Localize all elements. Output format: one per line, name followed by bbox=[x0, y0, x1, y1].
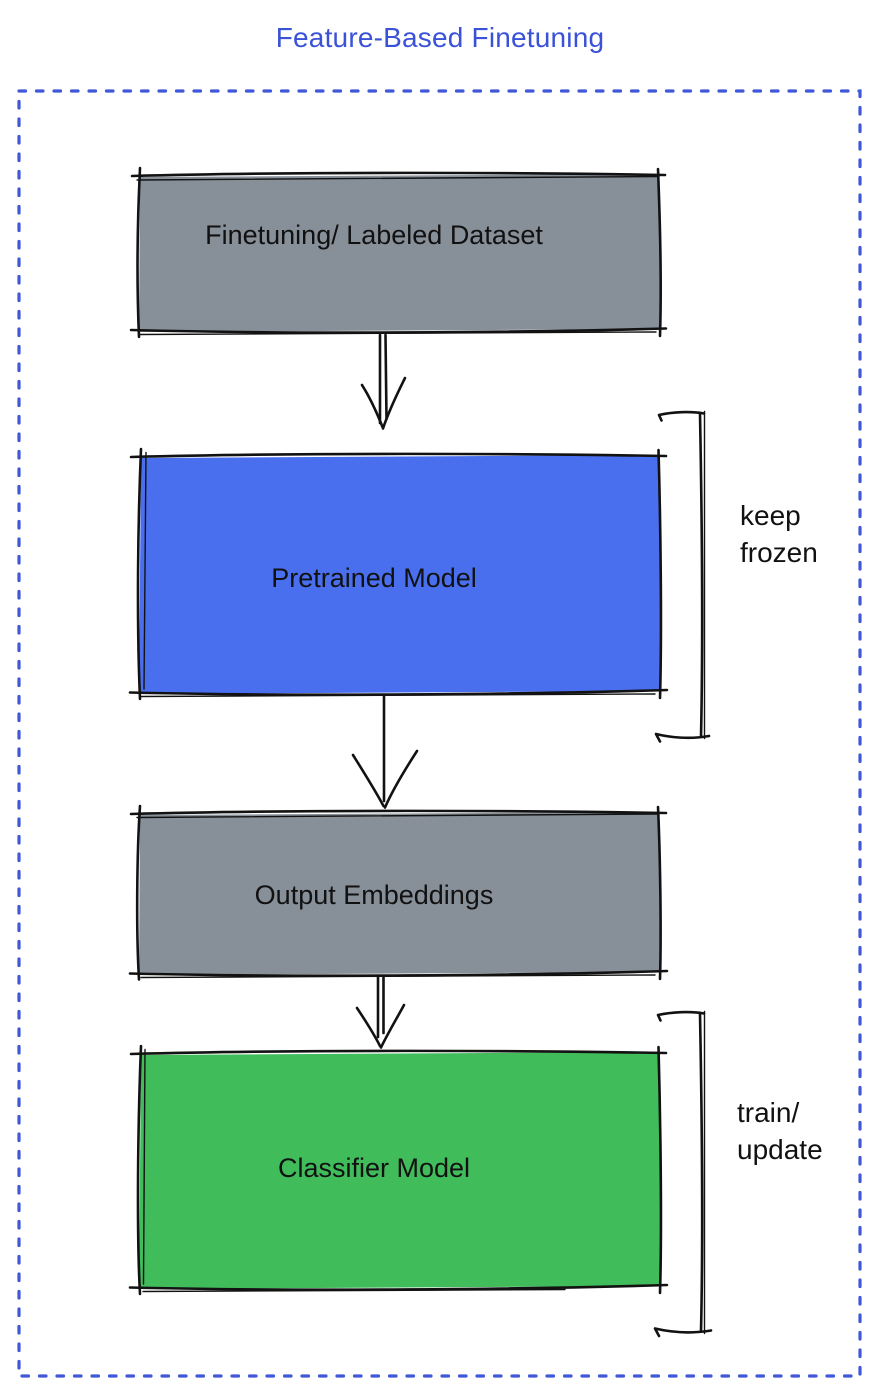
keep-frozen-bracket bbox=[654, 410, 711, 743]
annotation-line: keep bbox=[740, 500, 801, 531]
box-output-embeddings-outline bbox=[128, 804, 669, 981]
train-update-bracket bbox=[653, 1010, 713, 1338]
box-label-pretrained-model: Pretrained Model bbox=[271, 563, 477, 593]
box-label-classifier-model: Classifier Model bbox=[277, 1153, 471, 1183]
box-classifier-model-outline bbox=[128, 1044, 669, 1296]
box-output-embeddings bbox=[139, 812, 661, 975]
annotation-train-update: train/ update bbox=[737, 1094, 823, 1168]
box-pretrained-model bbox=[139, 455, 662, 694]
arrow-down-icon-3 bbox=[355, 975, 406, 1049]
annotation-keep-frozen: keep frozen bbox=[740, 497, 818, 571]
annotation-line: frozen bbox=[740, 537, 818, 568]
annotation-line: update bbox=[737, 1134, 823, 1165]
ink-strokes bbox=[128, 166, 713, 1338]
annotation-line: train/ bbox=[737, 1097, 800, 1128]
page-title: Feature-Based Finetuning bbox=[275, 22, 605, 53]
box-pretrained-model-outline bbox=[128, 447, 669, 701]
arrow-down-icon-1 bbox=[360, 333, 407, 430]
dashed-frame bbox=[17, 89, 862, 1378]
box-finetuning-dataset-outline bbox=[129, 166, 668, 339]
box-classifier-model bbox=[139, 1052, 662, 1289]
box-finetuning-dataset bbox=[139, 174, 661, 332]
box-label-output-embeddings: Output Embeddings bbox=[254, 880, 494, 910]
box-fills bbox=[139, 174, 662, 1289]
arrow-down-icon-2 bbox=[351, 694, 419, 809]
box-label-finetuning-dataset: Finetuning/ Labeled Dataset bbox=[205, 220, 543, 250]
